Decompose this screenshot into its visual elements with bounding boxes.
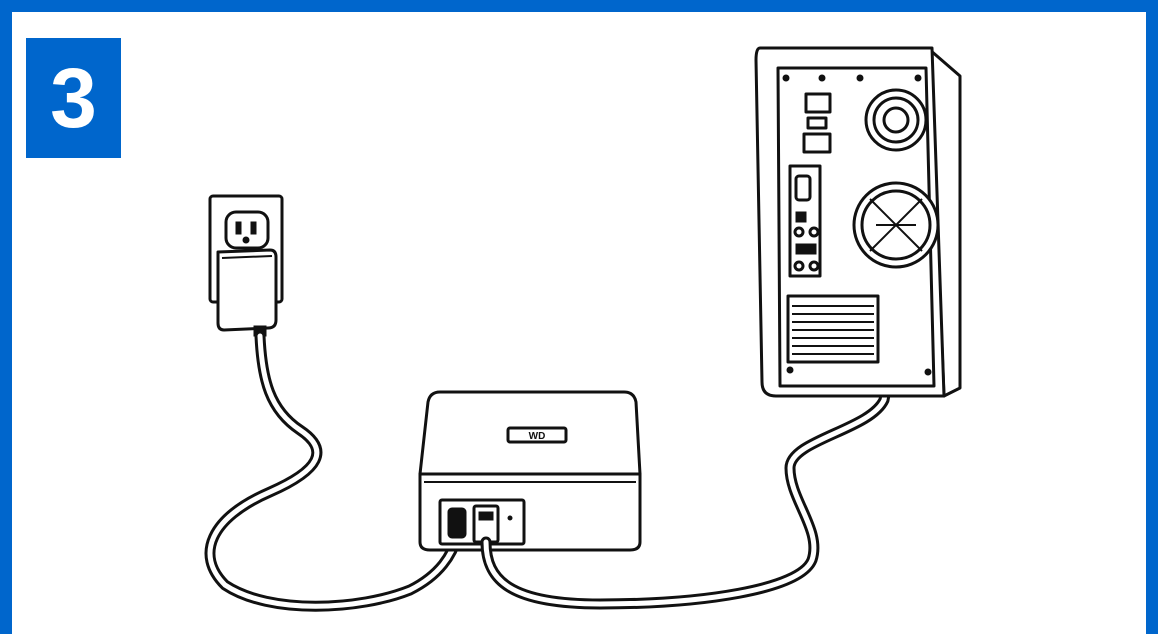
- computer-tower-icon: [756, 48, 960, 396]
- external-drive-icon: WD: [420, 392, 640, 550]
- power-adapter-icon: [218, 250, 276, 336]
- drive-logo: WD: [529, 431, 546, 442]
